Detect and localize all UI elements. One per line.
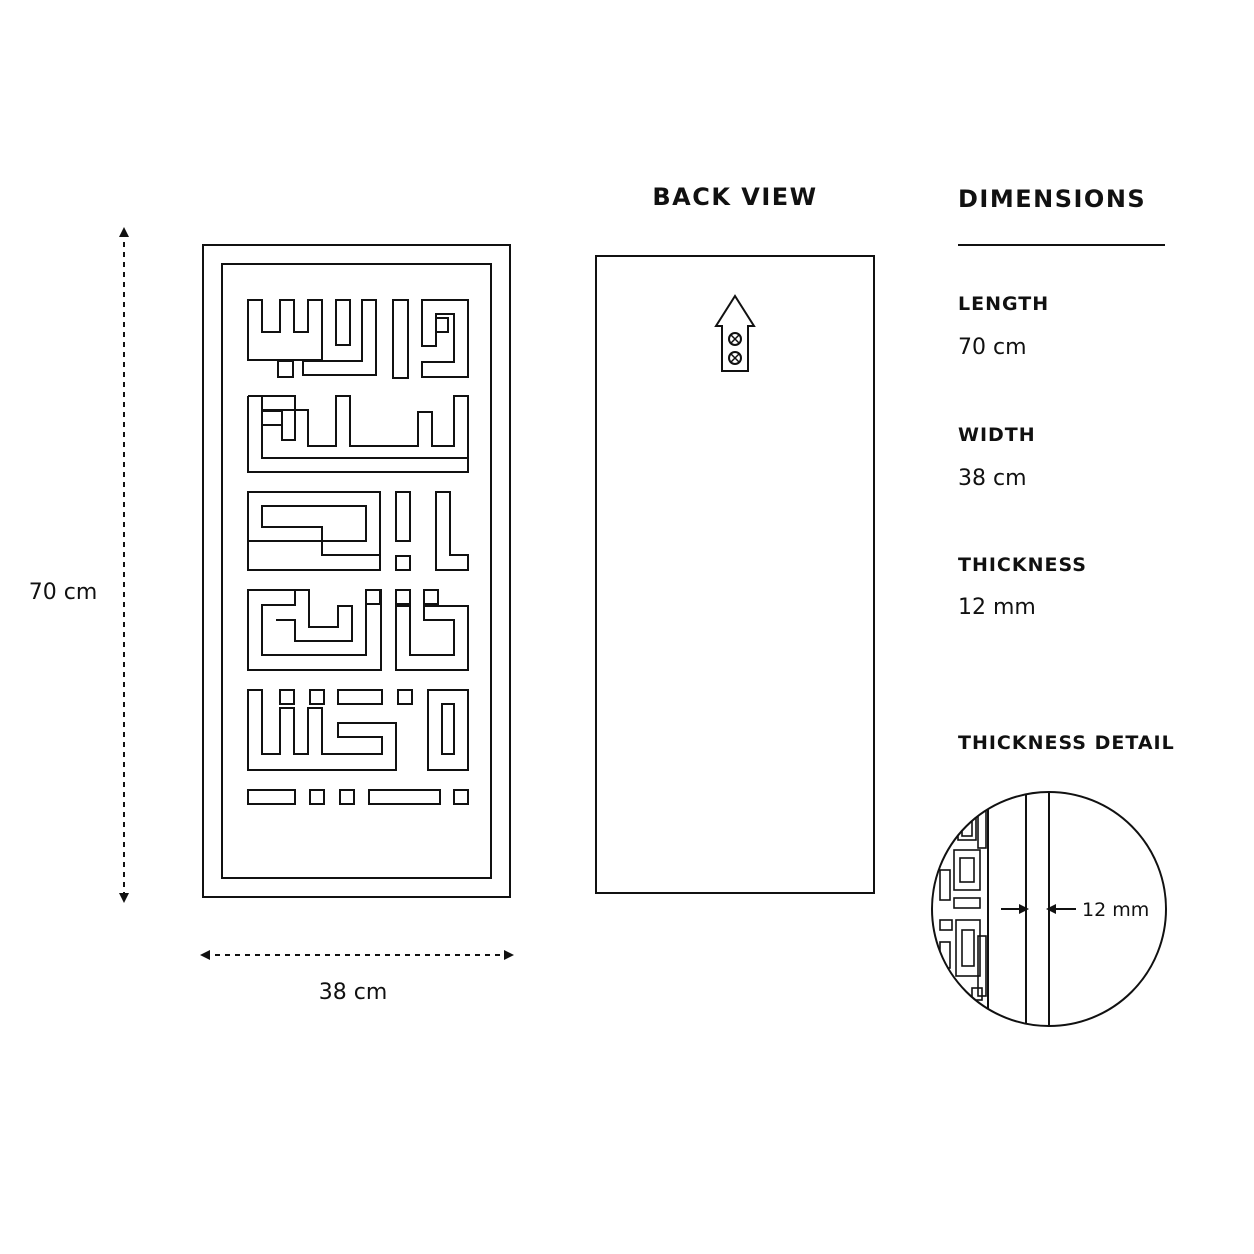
back-view: BACK VIEW [595, 183, 875, 894]
dimensions-panel: DIMENSIONS LENGTH 70 cm WIDTH 38 cm THIC… [958, 185, 1165, 620]
kufic-dot [309, 689, 325, 705]
kufic-row-1 [247, 299, 469, 379]
kufic-row-5 [247, 689, 469, 771]
dimensions-title: DIMENSIONS [958, 185, 1146, 213]
kufic-dot [423, 589, 439, 605]
dimension-value-length: 70 cm [958, 335, 1027, 360]
kufic-dash [247, 789, 296, 805]
back-view-title: BACK VIEW [652, 183, 817, 211]
kufic-row-3 [247, 491, 469, 571]
outer-frame [202, 244, 511, 898]
kufic-dot [397, 689, 413, 705]
kufic-row-2 [247, 395, 469, 473]
kufic-row-4 [247, 589, 469, 671]
inner-frame [221, 263, 492, 879]
kufic-dot [261, 410, 283, 426]
dimension-label-length: LENGTH [958, 293, 1049, 315]
thickness-detail-label: 12 mm [1082, 899, 1149, 921]
kufic-dot [395, 589, 411, 605]
kufic-dot [337, 689, 383, 705]
detail-pattern [939, 807, 987, 1001]
kufic-dot [395, 555, 411, 571]
kufic-dot [365, 589, 381, 605]
detail-circle [931, 791, 1167, 1027]
kufic-dot [279, 689, 295, 705]
dimension-label-thickness: THICKNESS [958, 554, 1087, 576]
dimension-label-width: WIDTH [958, 424, 1036, 446]
kufic-calligraphy [247, 299, 469, 805]
front-view: 70 cm 38 cm [29, 227, 514, 1005]
kufic-dot [309, 789, 325, 805]
back-panel [595, 255, 875, 894]
kufic-dot [339, 789, 355, 805]
thickness-detail: THICKNESS DETAIL [931, 732, 1175, 1027]
thickness-detail-title: THICKNESS DETAIL [958, 732, 1175, 754]
kufic-dash [368, 789, 441, 805]
dimension-value-width: 38 cm [958, 466, 1027, 491]
width-label: 38 cm [319, 980, 388, 1005]
dimension-value-thickness: 12 mm [958, 595, 1036, 620]
kufic-dot [435, 317, 449, 333]
height-label: 70 cm [29, 580, 98, 605]
sawtooth-hanger-icon [714, 294, 756, 372]
kufic-dot [453, 789, 469, 805]
